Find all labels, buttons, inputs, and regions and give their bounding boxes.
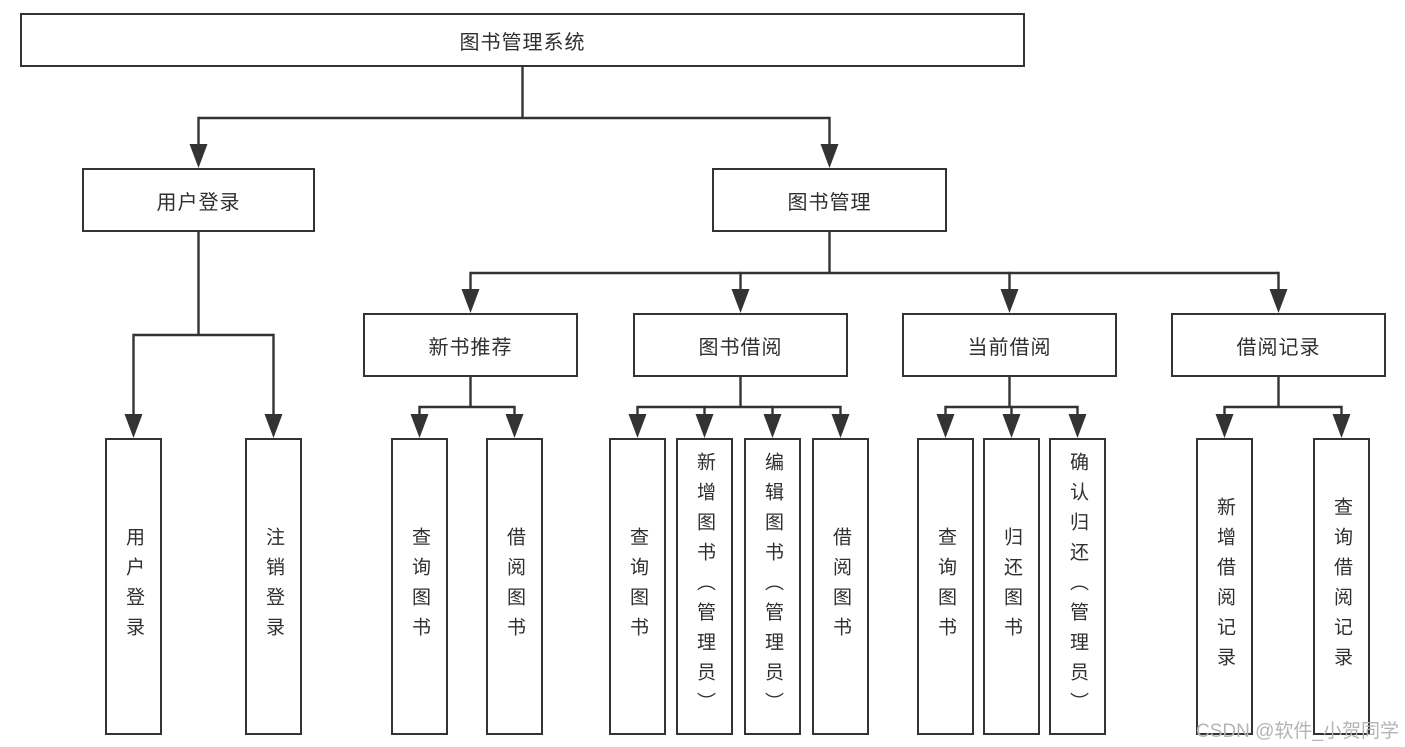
leaf-query-borrow-record: 查询借阅记录 <box>1313 438 1370 735</box>
connector-borrow-records-to-children <box>1215 377 1351 438</box>
leaf-query-books-current: 查询图书 <box>917 438 974 735</box>
node-label: 新书推荐 <box>428 336 513 359</box>
connector-user-login-to-children <box>124 232 283 438</box>
node-label: 查询图书 <box>935 526 956 647</box>
node-label: 确认归还（管理员） <box>1067 451 1088 722</box>
node-label: 当前借阅 <box>967 336 1052 359</box>
node-label: 注销登录 <box>263 526 284 647</box>
leaf-return-book: 归还图书 <box>983 438 1040 735</box>
connector-current-borrow-to-children <box>936 377 1087 438</box>
node-label: 查询借阅记录 <box>1331 496 1352 677</box>
connector-book-borrow-to-children <box>628 377 850 438</box>
node-label: 查询图书 <box>409 526 430 647</box>
leaf-query-books-borrow: 查询图书 <box>609 438 666 735</box>
connector-new-book-recommend-to-children <box>410 377 524 438</box>
node-label: 借阅记录 <box>1236 336 1321 359</box>
csdn-watermark: CSDN @软件_小贺同学 <box>1196 721 1399 742</box>
leaf-query-books-recommend: 查询图书 <box>391 438 448 735</box>
connector-book-management-to-level3 <box>461 232 1288 313</box>
leaf-confirm-return-admin: 确认归还（管理员） <box>1049 438 1106 735</box>
node-label: 归还图书 <box>1001 526 1022 647</box>
node-label: 图书借阅 <box>698 336 783 359</box>
node-current-borrow: 当前借阅 <box>902 313 1117 377</box>
node-label: 查询图书 <box>627 526 648 647</box>
leaf-logout: 注销登录 <box>245 438 302 735</box>
node-root-system: 图书管理系统 <box>20 13 1025 67</box>
leaf-add-borrow-record: 新增借阅记录 <box>1196 438 1253 735</box>
node-book-borrow: 图书借阅 <box>633 313 848 377</box>
connector-root-to-level2 <box>189 67 839 168</box>
node-label: 借阅图书 <box>504 526 525 647</box>
leaf-borrow-books-recommend: 借阅图书 <box>486 438 543 735</box>
leaf-add-book-admin: 新增图书（管理员） <box>676 438 733 735</box>
node-borrow-records: 借阅记录 <box>1171 313 1386 377</box>
node-new-book-recommend: 新书推荐 <box>363 313 578 377</box>
leaf-user-login: 用户登录 <box>105 438 162 735</box>
node-book-management: 图书管理 <box>712 168 947 232</box>
leaf-borrow-books: 借阅图书 <box>812 438 869 735</box>
node-label: 用户登录 <box>156 191 241 214</box>
node-label: 借阅图书 <box>830 526 851 647</box>
node-label: 编辑图书（管理员） <box>762 451 783 722</box>
node-label: 新增图书（管理员） <box>694 451 715 722</box>
node-label: 用户登录 <box>123 526 144 647</box>
node-label: 图书管理系统 <box>459 31 586 54</box>
leaf-edit-book-admin: 编辑图书（管理员） <box>744 438 801 735</box>
node-label: 新增借阅记录 <box>1214 496 1235 677</box>
node-label: 图书管理 <box>787 191 872 214</box>
node-user-login: 用户登录 <box>82 168 315 232</box>
